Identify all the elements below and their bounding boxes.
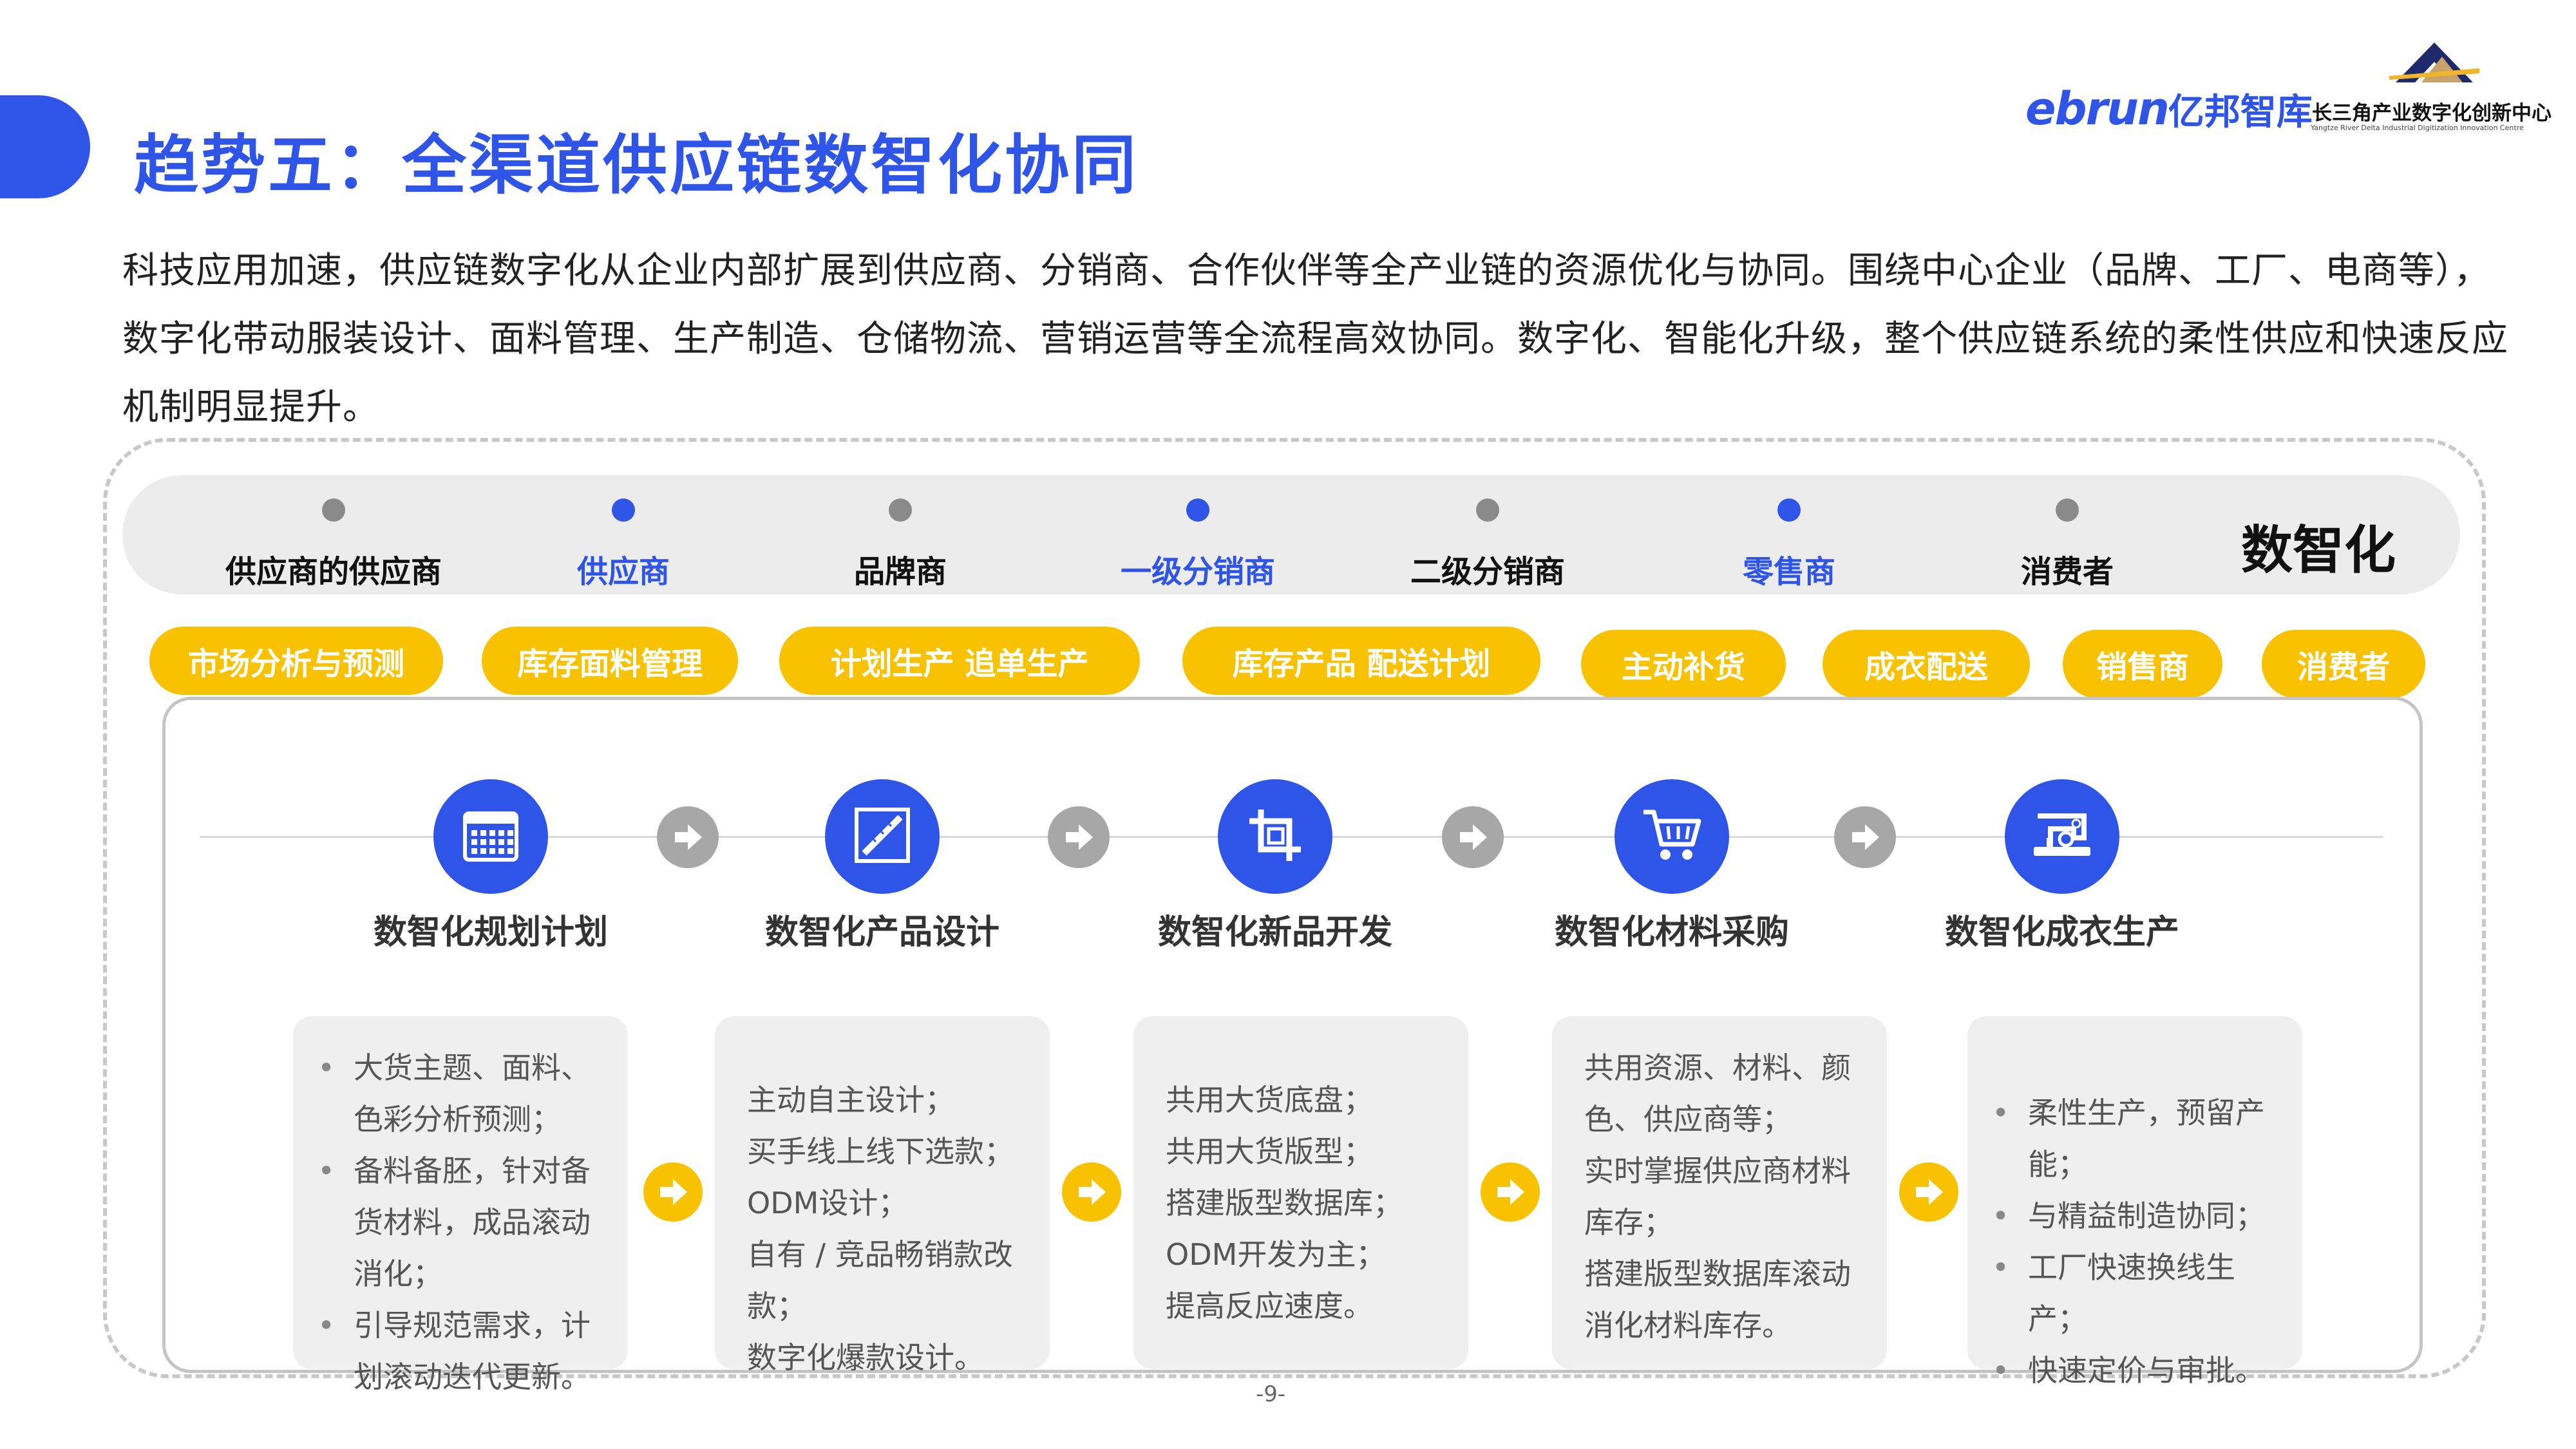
- detail-item: 工厂快速换线生产；: [1992, 1242, 2283, 1345]
- chain-dot-3: [889, 498, 912, 522]
- card-arrow-right-icon: [1062, 1162, 1121, 1222]
- detail-item: 共用大货版型；: [1166, 1134, 1373, 1169]
- chain-dot-5: [1476, 498, 1499, 522]
- logo-brand: ebrun: [2025, 82, 2170, 135]
- chain-dot-6: [1777, 498, 1801, 522]
- step-arrow-right-icon: [1442, 806, 1504, 868]
- ebrun-logo: ebrun亿邦智库: [2025, 82, 2313, 135]
- calendar-grid-icon: [460, 804, 522, 869]
- detail-item: 柔性生产，预留产能；: [1992, 1087, 2283, 1190]
- process-pill-1: 市场分析与预测: [149, 627, 443, 695]
- page-title: 趋势五：全渠道供应链数智化协同: [134, 128, 1139, 203]
- detail-item: ODM设计；: [747, 1186, 908, 1220]
- detail-item: 引导规范需求，计划滚动迭代更新。: [317, 1300, 609, 1403]
- card-arrow-right-icon: [1481, 1162, 1540, 1222]
- detail-item: 搭建版型数据库滚动消化材料库存。: [1584, 1256, 1851, 1343]
- digital-tag: 数智化: [2241, 520, 2396, 580]
- supply-chain-bar: [122, 475, 2460, 594]
- step-circle-3: [1218, 779, 1332, 894]
- process-pill-8: 消费者: [2262, 630, 2425, 698]
- chain-dot-2: [612, 498, 635, 522]
- chain-label-2: 供应商: [576, 554, 670, 590]
- detail-item: 主动自主设计；: [747, 1083, 954, 1117]
- process-pill-4: 库存产品 配送计划: [1182, 627, 1540, 695]
- process-pill-6: 成衣配送: [1823, 630, 2030, 698]
- detail-item: 实时掌握供应商材料库存；: [1584, 1153, 1851, 1240]
- step-arrow-right-icon: [1048, 806, 1110, 868]
- card-arrow-right-icon: [1899, 1162, 1958, 1222]
- chain-label-3: 品牌商: [853, 554, 947, 590]
- step-circle-2: [825, 779, 940, 894]
- diagram-frame: [103, 438, 2486, 1378]
- shopping-cart-icon: [1640, 803, 1704, 870]
- card-arrow-right-icon: [643, 1162, 703, 1222]
- detail-item: 大货主题、面料、色彩分析预测；: [317, 1042, 609, 1145]
- detail-item: 与精益制造协同；: [1992, 1190, 2283, 1242]
- chain-dot-4: [1186, 498, 1209, 522]
- detail-card-2: 主动自主设计； 买手线上线下选款； ODM设计； 自有 / 竞品畅销款改款； 数字化爆款…: [715, 1016, 1050, 1375]
- partner-name-cn: 长三角产业数字化创新中心: [2312, 102, 2552, 125]
- chain-label-5: 二级分销商: [1410, 554, 1566, 590]
- step-label-2: 数智化产品设计: [764, 913, 1000, 952]
- process-pill-7: 销售商: [2063, 630, 2222, 698]
- detail-card-3: 共用大货底盘； 共用大货版型； 搭建版型数据库； ODM开发为主； 提高反应速度。: [1133, 1016, 1468, 1369]
- detail-card-4: 共用资源、材料、颜色、供应商等； 实时掌握供应商材料库存； 搭建版型数据库滚动消化材…: [1552, 1016, 1887, 1369]
- chain-dot-1: [322, 498, 345, 522]
- chain-label-1: 供应商的供应商: [225, 554, 442, 590]
- detail-card-1: 大货主题、面料、色彩分析预测；备料备胚，针对备货材料，成品滚动消化；引导规范需求…: [293, 1016, 628, 1394]
- detail-item: 共用大货底盘；: [1166, 1083, 1373, 1117]
- chain-label-6: 零售商: [1742, 554, 1836, 590]
- intro-paragraph: 科技应用加速，供应链数字化从企业内部扩展到供应商、分销商、合作伙伴等全产业链的资…: [122, 250, 2508, 428]
- step-label-1: 数智化规划计划: [373, 913, 609, 952]
- detail-card-5: 柔性生产，预留产能；与精益制造协同；工厂快速换线生产；快速定价与审批。: [1967, 1016, 2302, 1396]
- process-pill-5: 主动补货: [1581, 630, 1786, 698]
- logo-brand-cn: 亿邦智库: [2168, 91, 2313, 133]
- process-pill-2: 库存面料管理: [482, 627, 738, 695]
- title-accent-tab: [0, 95, 90, 198]
- step-circle-5: [2005, 779, 2119, 894]
- step-arrow-right-icon: [657, 806, 719, 868]
- process-pill-3: 计划生产 追单生产: [779, 627, 1140, 695]
- step-label-3: 数智化新品开发: [1157, 913, 1393, 952]
- detail-item: 快速定价与审批。: [1992, 1345, 2283, 1396]
- chain-label-7: 消费者: [2020, 554, 2114, 590]
- ruler-design-icon: [850, 803, 914, 870]
- detail-item: ODM开发为主；: [1166, 1237, 1386, 1272]
- step-circle-1: [433, 779, 548, 894]
- sewing-machine-icon: [2029, 802, 2096, 871]
- partner-name-en: Yangtze River Delta Industrial Digitizat…: [2311, 124, 2524, 132]
- page-number: -9-: [1256, 1381, 1286, 1407]
- detail-item: 备料备胚，针对备货材料，成品滚动消化；: [317, 1145, 609, 1300]
- chain-dot-7: [2056, 498, 2079, 522]
- step-circle-4: [1615, 779, 1729, 894]
- step-label-5: 数智化成衣生产: [1944, 913, 2180, 952]
- chain-label-4: 一级分销商: [1120, 554, 1276, 590]
- step-label-4: 数智化材料采购: [1554, 913, 1790, 952]
- detail-item: 买手线上线下选款；: [747, 1134, 1014, 1169]
- detail-item: 共用资源、材料、颜色、供应商等；: [1584, 1050, 1851, 1137]
- crop-tool-icon: [1243, 803, 1307, 870]
- step-arrow-right-icon: [1834, 806, 1896, 868]
- detail-item: 提高反应速度。: [1166, 1289, 1373, 1323]
- detail-item: 数字化爆款设计。: [747, 1340, 984, 1375]
- detail-item: 搭建版型数据库；: [1166, 1186, 1403, 1220]
- detail-item: 自有 / 竞品畅销款改款；: [747, 1237, 1013, 1323]
- partner-logo-icon: [2389, 43, 2479, 82]
